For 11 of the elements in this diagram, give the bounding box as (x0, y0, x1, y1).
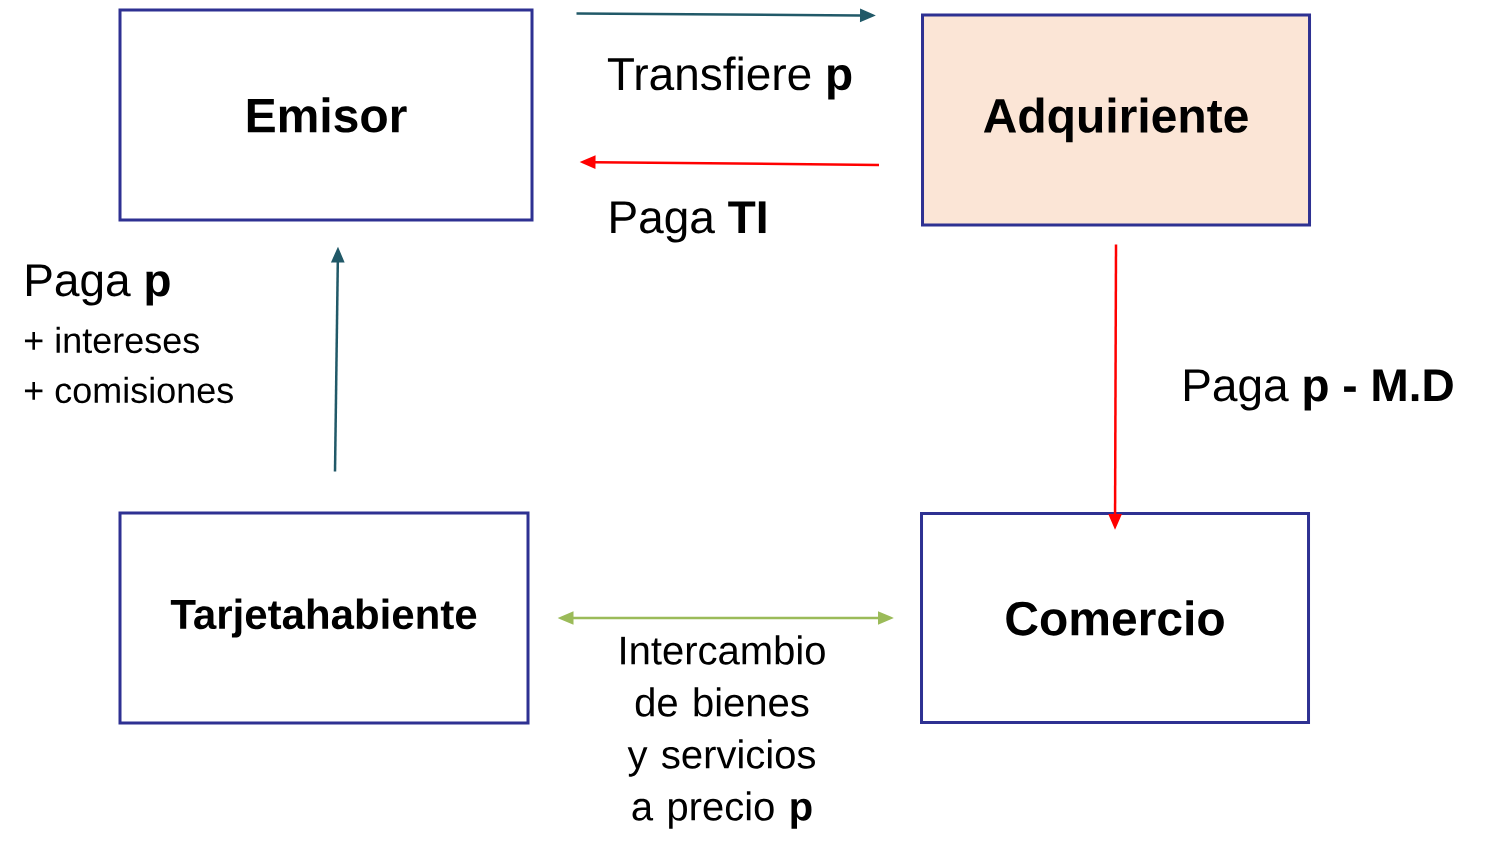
note-text: + comisiones (24, 376, 233, 404)
process-box: Comercio (920, 512, 1310, 724)
edge-label: Paga p - M.D (1185, 369, 1453, 411)
edge-label: Transfiere p (607, 56, 852, 100)
process-box: Tarjetahabiente (118, 511, 530, 725)
edge-label: Intercambio de bienes y servicios a precio p (621, 635, 825, 829)
edge-label: Paga p (27, 264, 170, 306)
note-text: + intereses (24, 326, 199, 354)
process-box: Emisor (118, 8, 534, 222)
process-box: Adquiriente (921, 13, 1311, 227)
edge-label: Paga TI (611, 201, 766, 243)
